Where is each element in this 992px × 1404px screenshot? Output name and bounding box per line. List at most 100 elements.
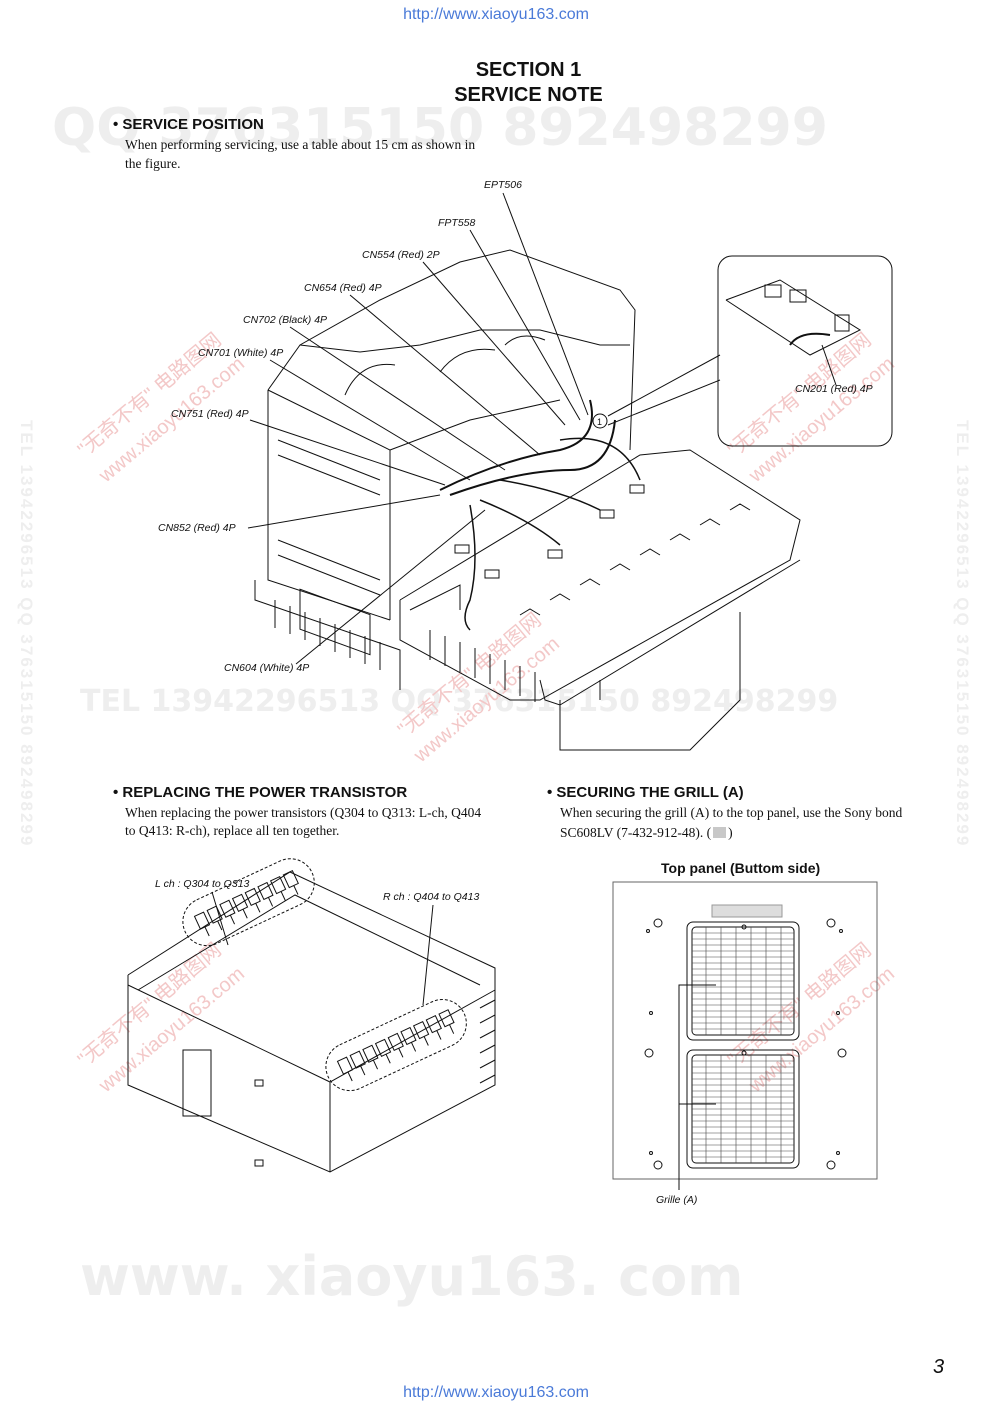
grill-heading: • SECURING THE GRILL (A)	[547, 784, 744, 801]
lower-tray	[410, 585, 460, 610]
chassis-outline	[390, 400, 560, 450]
leader-line	[270, 360, 470, 480]
label-fpt558: FPT558	[438, 217, 476, 229]
amp-chassis	[138, 895, 480, 990]
inset-box	[718, 256, 892, 446]
panel-hole	[838, 1049, 846, 1057]
leader-line	[350, 295, 540, 455]
bond-mark-icon	[713, 827, 727, 838]
transistor-group-lch	[175, 851, 322, 954]
panel-hole	[742, 925, 746, 929]
label-cn604: CN604 (White) 4P	[224, 662, 310, 674]
grill-text: When securing the grill (A) to the top p…	[560, 805, 903, 820]
amp-screw	[255, 1080, 263, 1166]
power-transistor-text: to Q413: R-ch), replace all ten together…	[125, 823, 340, 838]
grille-upper	[687, 922, 799, 1040]
chassis-rib	[278, 455, 380, 495]
connector	[630, 485, 644, 493]
label-lch: L ch : Q304 to Q313	[155, 878, 250, 890]
watermark-www-bottom: www. xiaoyu163. com	[80, 1245, 744, 1308]
section-number: SECTION 1	[475, 59, 582, 81]
power-transistor-heading: • REPLACING THE POWER TRANSISTOR	[113, 784, 408, 801]
lower-tray	[400, 450, 800, 700]
wire-bundle	[465, 505, 475, 630]
amp-fins	[480, 1000, 495, 1083]
transistor-row	[520, 504, 750, 615]
watermark-vertical-right: TEL 13942296513 QQ 376315150 892498299	[953, 420, 972, 848]
power-transistor-text: When replacing the power transistors (Q3…	[125, 805, 482, 820]
panel-hole	[827, 1161, 835, 1169]
header-url-link[interactable]: http://www.xiaoyu163.com	[403, 6, 589, 23]
grille-mesh	[706, 927, 781, 1163]
chassis-outline	[345, 336, 545, 395]
leader-line	[248, 495, 440, 528]
panel-hole	[837, 1012, 840, 1015]
leader-line	[608, 380, 720, 425]
footer-url-link[interactable]: http://www.xiaoyu163.com	[403, 1384, 589, 1401]
leader-line	[470, 230, 580, 420]
leader-line	[296, 510, 485, 664]
panel-hole	[742, 1051, 746, 1055]
leader-line	[822, 345, 836, 385]
transistor-group-rch	[318, 992, 474, 1099]
leader-line	[423, 262, 565, 425]
watermark-qq-top: QQ 376315150 892498299	[52, 98, 828, 158]
grill-text-part: )	[728, 825, 733, 840]
leader-line	[503, 193, 588, 415]
leader-line	[423, 905, 433, 1005]
service-position-text: the figure.	[125, 156, 181, 171]
wire-bundle	[450, 420, 615, 495]
label-cn751: CN751 (Red) 4P	[171, 408, 249, 420]
label-cn852: CN852 (Red) 4P	[158, 522, 236, 534]
connector	[548, 550, 562, 558]
label-cn554: CN554 (Red) 2P	[362, 249, 440, 261]
panel-hole	[650, 1012, 653, 1015]
label-cn701: CN701 (White) 4P	[198, 347, 284, 359]
label-cn201: CN201 (Red) 4P	[795, 383, 873, 395]
panel-hole	[654, 1161, 662, 1169]
grille-lower	[687, 1050, 799, 1168]
heatsink	[255, 580, 400, 690]
label-cn702: CN702 (Black) 4P	[243, 314, 328, 326]
leader-line	[608, 355, 720, 416]
inset-connector	[835, 315, 849, 331]
callout-circle	[593, 414, 607, 428]
watermark-tel-mid: TEL 13942296513 QQ 376315150 892498299	[80, 684, 839, 719]
top-panel-outline	[613, 882, 877, 1179]
panel-title: Top panel (Buttom side)	[661, 860, 821, 876]
connector	[455, 545, 469, 553]
panel-hole	[827, 919, 835, 927]
label-rch: R ch : Q404 to Q413	[383, 891, 480, 903]
leader-line	[290, 327, 505, 470]
label-grille: Grille (A)	[656, 1194, 698, 1206]
inset-connector	[765, 285, 781, 297]
service-position-heading: • SERVICE POSITION	[113, 116, 264, 133]
table-box	[560, 612, 740, 750]
panel-hole	[654, 919, 662, 927]
service-position-text: When performing servicing, use a table a…	[125, 137, 476, 152]
wire-bundle	[500, 480, 600, 510]
connector	[600, 510, 614, 518]
heatsink-fins	[275, 600, 380, 670]
wire-bundle	[560, 438, 640, 480]
chassis-outline	[300, 330, 630, 352]
inset-connector	[790, 290, 806, 302]
leader-line	[679, 985, 716, 1190]
chassis-rib	[278, 540, 380, 580]
amp-slot	[183, 1050, 211, 1116]
panel-hole	[647, 930, 650, 933]
label-ept506: EPT506	[484, 179, 522, 191]
grill-text: SC608LV (7-432-912-48). ()	[560, 824, 733, 842]
chassis-rib	[278, 440, 380, 480]
panel-logo	[712, 905, 782, 917]
callout-number: 1	[597, 417, 602, 427]
grille-mesh	[692, 933, 794, 1157]
grill-text-part: SC608LV (7-432-912-48). (	[560, 825, 712, 840]
lower-tray-fins	[430, 630, 535, 702]
panel-hole	[650, 1152, 653, 1155]
section-title: SERVICE NOTE	[454, 84, 603, 106]
inset-wire	[790, 334, 830, 345]
label-cn654: CN654 (Red) 4P	[304, 282, 382, 294]
